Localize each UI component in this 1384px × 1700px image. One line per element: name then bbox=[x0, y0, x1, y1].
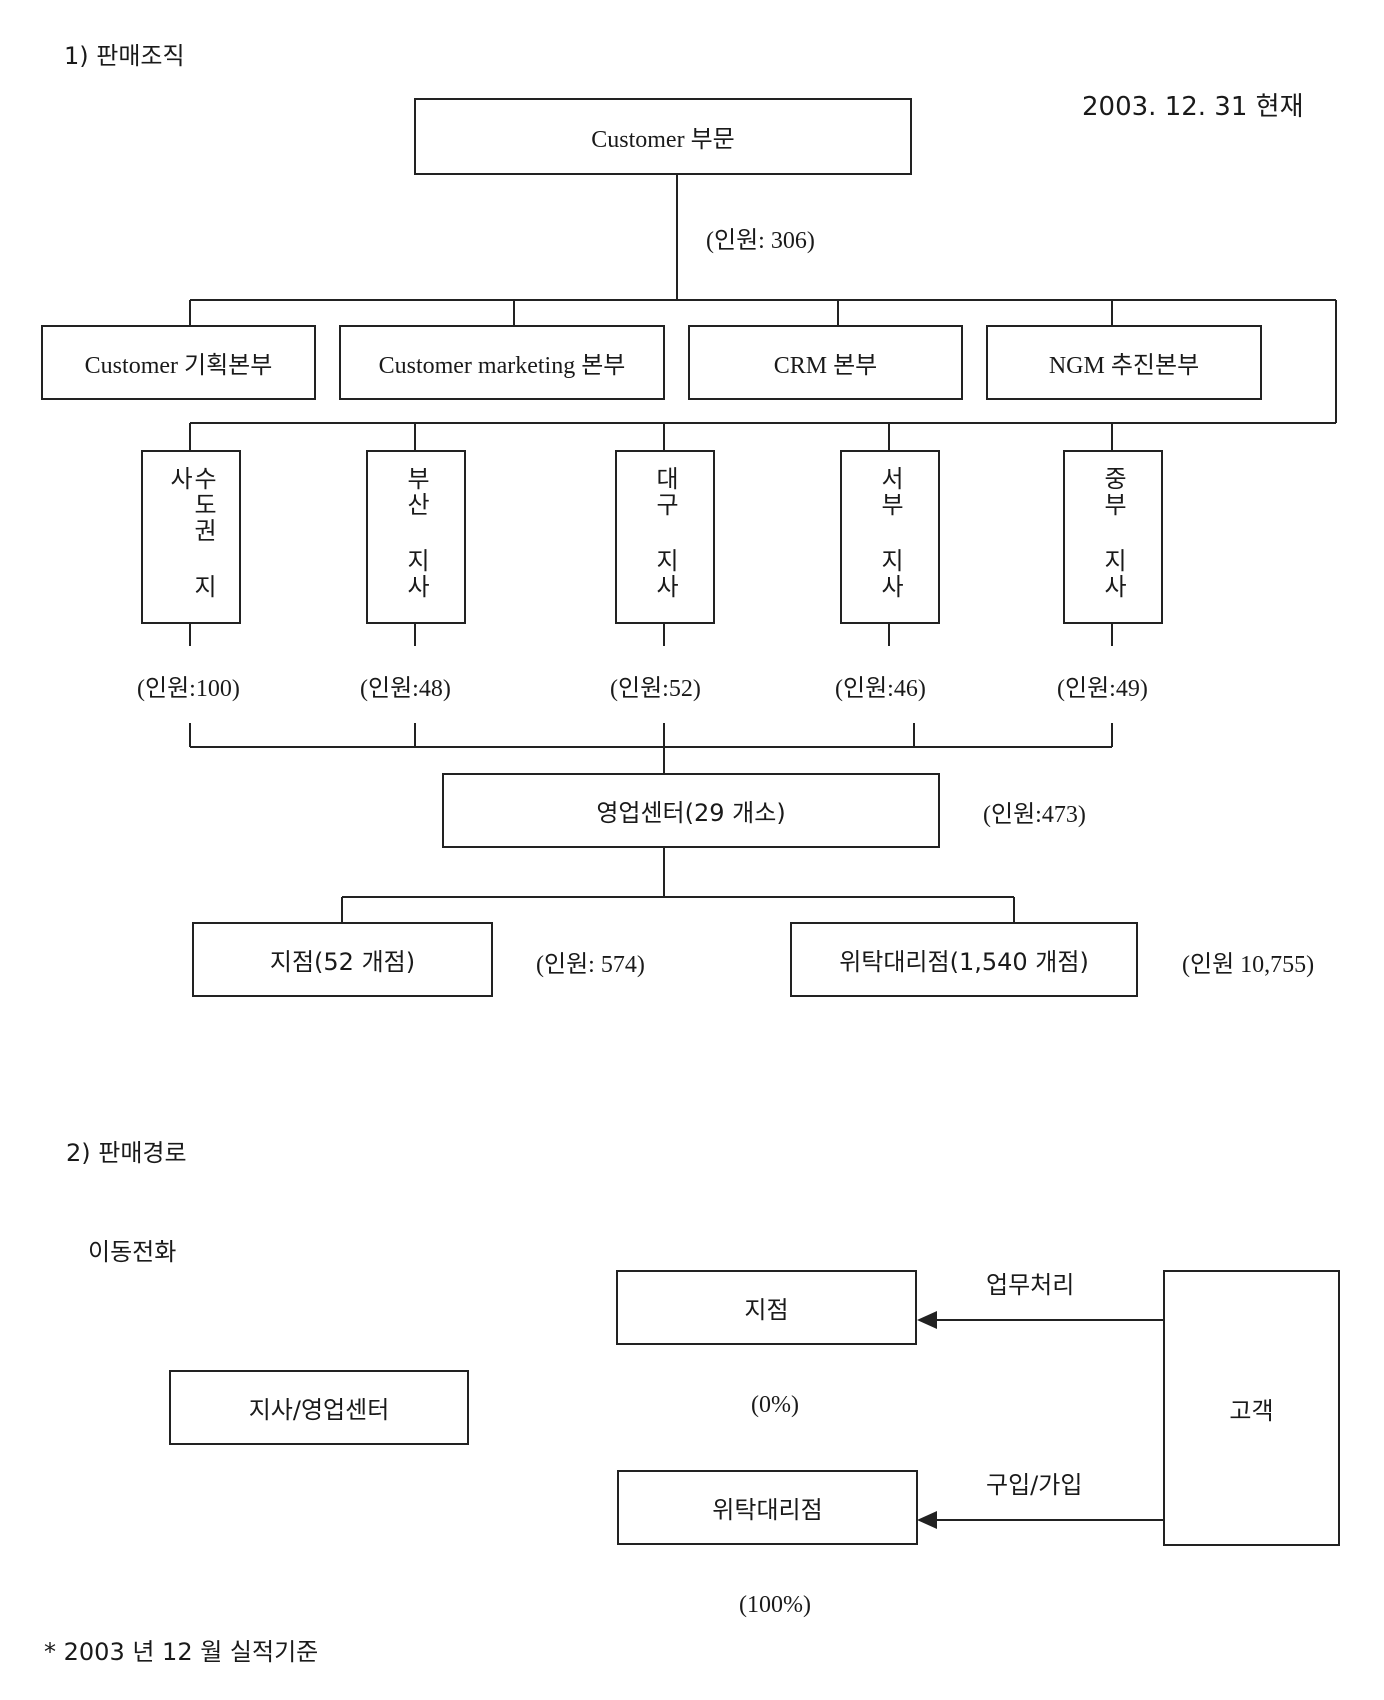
division-box-marketing: Customer marketing 본부 bbox=[339, 325, 665, 400]
branch-box-daegu: 대구 지사 bbox=[615, 450, 715, 624]
branch-label: 부산 지사 bbox=[402, 466, 430, 600]
branch-staff: (인원:100) bbox=[137, 676, 240, 702]
agency-box: 위탁대리점(1,540 개점) bbox=[790, 922, 1138, 997]
arrow-bottom-label: 구입/가입 bbox=[986, 1471, 1083, 1499]
branch-label: 수도권 지사 bbox=[165, 466, 217, 600]
branch-box-central: 중부 지사 bbox=[1063, 450, 1163, 624]
channel-agency-label: 위탁대리점 bbox=[712, 1496, 823, 1524]
sales-center-label: 영업센터(29 개소) bbox=[596, 799, 786, 827]
agency-share: (100%) bbox=[739, 1592, 811, 1618]
division-box-ngm: NGM 추진본부 bbox=[986, 325, 1262, 400]
branch-staff: (인원:49) bbox=[1057, 676, 1148, 702]
channel-agency-box: 위탁대리점 bbox=[617, 1470, 918, 1545]
branch-box-busan: 부산 지사 bbox=[366, 450, 466, 624]
arrow-top-label: 업무처리 bbox=[986, 1271, 1075, 1299]
channel-category: 이동전화 bbox=[88, 1238, 177, 1266]
footnote: * 2003 년 12 월 실적기준 bbox=[44, 1638, 319, 1666]
branch-label: 대구 지사 bbox=[651, 466, 679, 600]
org-top-label: Customer 부문 bbox=[591, 127, 735, 153]
branch-box-seoul: 수도권 지사 bbox=[141, 450, 241, 624]
hq-label: 지사/영업센터 bbox=[248, 1396, 390, 1424]
branch-staff: (인원:52) bbox=[610, 676, 701, 702]
store-staff: (인원: 574) bbox=[536, 952, 645, 978]
hq-box: 지사/영업센터 bbox=[169, 1370, 469, 1445]
sales-center-staff: (인원:473) bbox=[983, 802, 1086, 828]
branch-staff: (인원:48) bbox=[360, 676, 451, 702]
channel-store-label: 지점 bbox=[744, 1296, 789, 1324]
division-box-crm: CRM 본부 bbox=[688, 325, 963, 400]
branch-label: 서부 지사 bbox=[876, 466, 904, 600]
division-label: Customer marketing 본부 bbox=[378, 353, 626, 379]
customer-box: 고객 bbox=[1163, 1270, 1340, 1546]
customer-label: 고객 bbox=[1229, 1396, 1274, 1425]
channel-store-box: 지점 bbox=[616, 1270, 917, 1345]
store-share: (0%) bbox=[751, 1392, 799, 1418]
store-box: 지점(52 개점) bbox=[192, 922, 493, 997]
agency-label: 위탁대리점(1,540 개점) bbox=[839, 948, 1089, 976]
org-top-box: Customer 부문 bbox=[414, 98, 912, 175]
branch-label: 중부 지사 bbox=[1099, 466, 1127, 600]
sales-center-box: 영업센터(29 개소) bbox=[442, 773, 940, 848]
org-top-staff: (인원: 306) bbox=[706, 228, 815, 254]
division-label: CRM 본부 bbox=[773, 353, 878, 379]
section2-heading: 2) 판매경로 bbox=[66, 1139, 187, 1167]
branch-staff: (인원:46) bbox=[835, 676, 926, 702]
as-of-date: 2003. 12. 31 현재 bbox=[1082, 92, 1304, 122]
division-label: NGM 추진본부 bbox=[1048, 353, 1200, 379]
agency-staff: (인원 10,755) bbox=[1182, 952, 1315, 978]
section1-heading: 1) 판매조직 bbox=[64, 42, 185, 70]
store-label: 지점(52 개점) bbox=[269, 948, 416, 976]
division-label: Customer 기획본부 bbox=[84, 353, 273, 379]
branch-box-west: 서부 지사 bbox=[840, 450, 940, 624]
division-box-planning: Customer 기획본부 bbox=[41, 325, 316, 400]
